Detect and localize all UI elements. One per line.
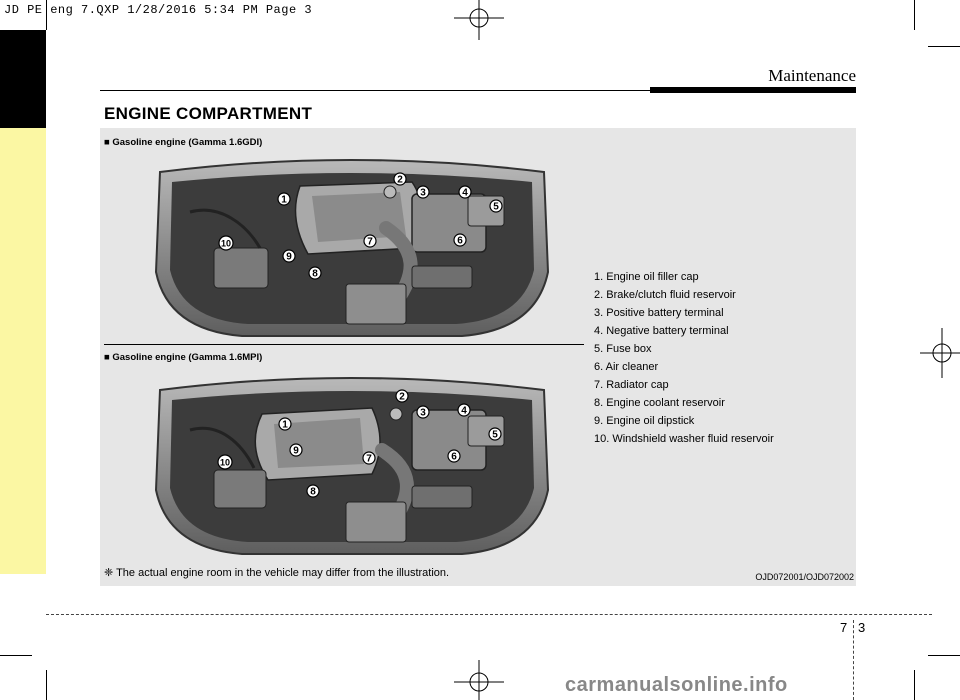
svg-text:8: 8 xyxy=(312,269,318,280)
svg-text:8: 8 xyxy=(310,487,316,498)
figure-caption-mpi: ■ Gasoline engine (Gamma 1.6MPI) xyxy=(104,352,263,363)
page-heading: ENGINE COMPARTMENT xyxy=(104,104,313,123)
svg-text:4: 4 xyxy=(461,406,467,417)
svg-text:2: 2 xyxy=(397,175,403,186)
svg-text:7: 7 xyxy=(366,454,372,465)
legend-item: 3. Positive battery terminal xyxy=(594,307,724,319)
registration-mark-bottom-icon xyxy=(454,660,504,700)
figure-caption-gdi: ■ Gasoline engine (Gamma 1.6GDI) xyxy=(104,137,263,148)
component-legend: 1. Engine oil filler cap 2. Brake/clutch… xyxy=(594,268,774,448)
svg-text:3: 3 xyxy=(420,408,426,419)
header-rule-thick xyxy=(650,87,856,93)
legend-item: 7. Radiator cap xyxy=(594,379,669,391)
legend-item: 1. Engine oil filler cap xyxy=(594,271,699,283)
engine-illustration-mpi: 1 2 3 4 5 6 7 8 9 10 xyxy=(154,377,550,555)
svg-text:5: 5 xyxy=(493,202,499,213)
callouts-gdi: 1 2 3 4 5 6 7 8 9 10 xyxy=(218,172,503,280)
svg-text:3: 3 xyxy=(420,188,426,199)
image-code: OJD072001/OJD072002 xyxy=(755,572,854,582)
page-number: 3 xyxy=(858,620,866,635)
figure-separator xyxy=(104,344,584,345)
registration-mark-top-icon xyxy=(454,0,504,40)
running-header-section: Maintenance xyxy=(768,66,856,85)
chapter-tab-dark xyxy=(0,30,46,128)
svg-text:5: 5 xyxy=(492,430,498,441)
legend-item: 8. Engine coolant reservoir xyxy=(594,397,725,409)
legend-item: 9. Engine oil dipstick xyxy=(594,415,695,427)
illustration-note: ❈ The actual engine room in the vehicle … xyxy=(104,567,450,579)
svg-text:9: 9 xyxy=(293,446,299,457)
legend-item: 2. Brake/clutch fluid reservoir xyxy=(594,289,736,301)
footer-divider xyxy=(853,620,854,700)
svg-text:10: 10 xyxy=(220,458,230,468)
svg-text:2: 2 xyxy=(399,392,405,403)
legend-item: 6. Air cleaner xyxy=(594,361,659,373)
svg-text:1: 1 xyxy=(281,195,287,206)
engine-illustration-gdi: 1 2 3 4 5 6 7 8 9 10 xyxy=(154,159,550,337)
header-rule-thin xyxy=(100,90,650,91)
registration-mark-right-icon xyxy=(920,328,960,378)
svg-text:10: 10 xyxy=(221,239,231,249)
svg-text:4: 4 xyxy=(462,188,468,199)
chapter-tab-highlight xyxy=(0,128,46,574)
print-slug: JD PE eng 7.QXP 1/28/2016 5:34 PM Page 3 xyxy=(4,3,313,17)
chapter-number: 7 xyxy=(840,620,848,635)
watermark: carmanualsonline.info xyxy=(565,674,788,696)
footer-rule xyxy=(46,614,932,615)
svg-text:6: 6 xyxy=(457,236,463,247)
svg-text:9: 9 xyxy=(286,252,292,263)
callouts-mpi: 1 2 3 4 5 6 7 8 9 10 xyxy=(217,389,502,498)
legend-item: 5. Fuse box xyxy=(594,343,652,355)
legend-item: 4. Negative battery terminal xyxy=(594,325,729,337)
svg-text:7: 7 xyxy=(367,237,373,248)
svg-text:6: 6 xyxy=(451,452,457,463)
svg-text:1: 1 xyxy=(282,420,288,431)
legend-item: 10. Windshield washer fluid reservoir xyxy=(594,433,774,445)
